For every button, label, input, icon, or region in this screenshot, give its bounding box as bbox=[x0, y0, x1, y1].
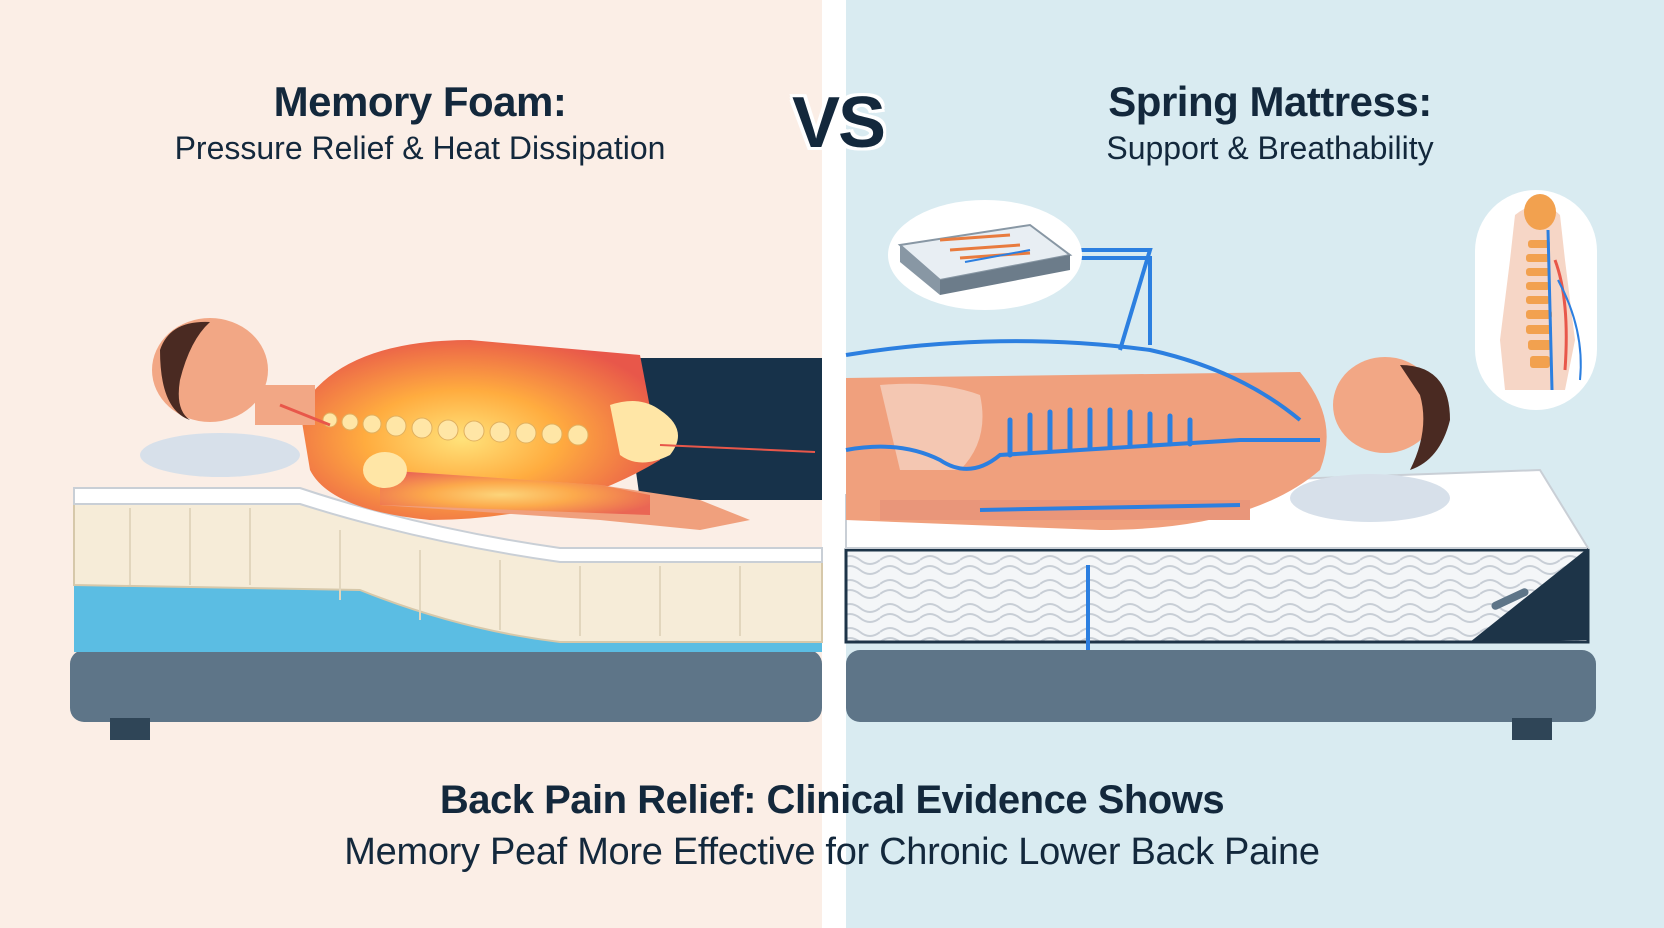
footer-headline: Back Pain Relief: Clinical Evidence Show… bbox=[439, 778, 1225, 822]
memory-foam-bed bbox=[70, 487, 823, 740]
center-divider bbox=[822, 0, 846, 928]
memory-foam-person bbox=[140, 318, 822, 530]
spring-mattress-person bbox=[845, 248, 1450, 650]
spring-mattress-title: Spring Mattress: bbox=[1108, 78, 1432, 125]
vs-label: VS bbox=[791, 83, 886, 163]
spring-mattress-heading: Spring Mattress: Support & Breathability bbox=[1030, 78, 1510, 167]
spine-anatomy-icon bbox=[1475, 190, 1597, 410]
footer-subline: Memory Peaf More Effective for Chronic L… bbox=[344, 831, 1320, 873]
memory-foam-title: Memory Foam: bbox=[273, 78, 567, 125]
footer-caption: Back Pain Relief: Clinical Evidence Show… bbox=[0, 778, 1664, 874]
memory-foam-heading: Memory Foam: Pressure Relief & Heat Diss… bbox=[120, 78, 720, 167]
spring-mattress-subtitle: Support & Breathability bbox=[1106, 130, 1434, 166]
mattress-cross-section-icon bbox=[888, 200, 1082, 310]
memory-foam-subtitle: Pressure Relief & Heat Dissipation bbox=[174, 130, 666, 166]
